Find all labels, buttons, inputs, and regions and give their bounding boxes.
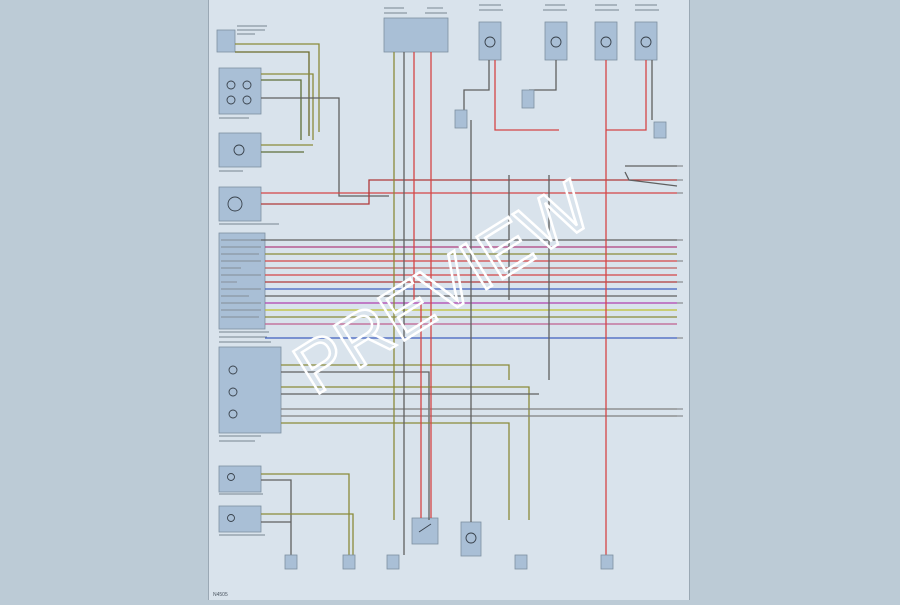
lamp-front-left (478, 21, 502, 61)
control-unit-block (218, 232, 266, 330)
lamp-front-right (544, 21, 568, 61)
footer-code: N4505 (213, 592, 228, 598)
component-symbols (226, 80, 252, 522)
wiring-diagram: N4505 (213, 4, 683, 598)
horn-assembly-block (218, 67, 262, 115)
lamp-rear-right (594, 21, 618, 61)
switch-block-bottom (218, 505, 262, 533)
ground-connectors (284, 89, 667, 570)
right-terminals (677, 165, 683, 417)
illegible-label-strokes (219, 4, 659, 536)
top-components (383, 17, 658, 557)
top-symbols (418, 36, 652, 544)
switch-block-lower (218, 465, 262, 493)
door-switch-block (411, 517, 439, 545)
door-lamp-block (460, 521, 482, 557)
lamp-rear-left (634, 21, 658, 61)
instrument-panel-block (218, 346, 282, 434)
relay-block-top (216, 29, 236, 53)
horn-switch-block (218, 132, 262, 168)
wires (235, 43, 678, 555)
wiring-diagram-sheet: N4505 (208, 0, 690, 600)
relay-box-top (383, 17, 449, 53)
left-components (216, 29, 282, 533)
sensor-block (218, 186, 262, 222)
